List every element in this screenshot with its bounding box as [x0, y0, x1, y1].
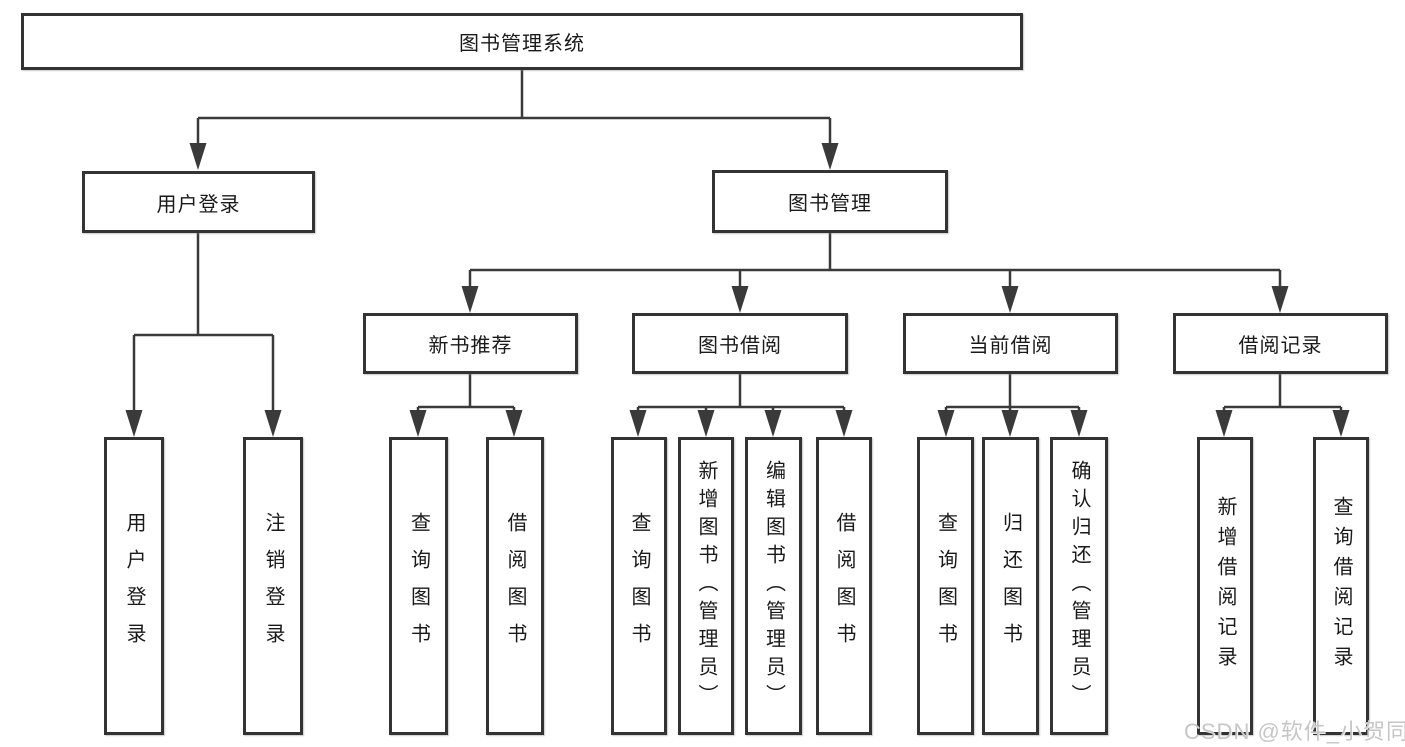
- node-current-borrow: 当前借阅: [903, 313, 1118, 374]
- node-root-system: 图书管理系统: [21, 13, 1023, 70]
- node-book-borrow: 图书借阅: [632, 313, 848, 374]
- leaf-borrow-add-books-admin: 新增图书（管理员）: [678, 437, 734, 735]
- leaf-record-add-borrow-record: 新增借阅记录: [1197, 437, 1253, 735]
- node-book-management: 图书管理: [712, 170, 948, 233]
- leaf-borrow-borrow-books: 借阅图书: [816, 437, 872, 735]
- leaf-user-login: 用户登录: [104, 437, 164, 735]
- node-borrow-record: 借阅记录: [1173, 313, 1388, 374]
- csdn-watermark: CSDN @软件_小贺同学: [1184, 719, 1405, 744]
- leaf-newbook-query-books: 查询图书: [389, 437, 448, 735]
- leaf-current-query-books: 查询图书: [917, 437, 974, 735]
- node-new-book-recommend: 新书推荐: [363, 313, 578, 374]
- leaf-current-return-books: 归还图书: [982, 437, 1039, 735]
- leaf-borrow-query-books: 查询图书: [611, 437, 667, 735]
- node-user-login: 用户登录: [82, 171, 315, 233]
- arrow-heads: [125, 143, 1350, 437]
- leaf-logout: 注销登录: [243, 437, 303, 735]
- leaf-borrow-edit-books-admin: 编辑图书（管理员）: [745, 437, 802, 735]
- leaf-current-confirm-return-admin: 确认归还（管理员）: [1050, 437, 1108, 735]
- leaf-newbook-borrow-books: 借阅图书: [486, 437, 544, 735]
- leaf-record-query-borrow-record: 查询借阅记录: [1313, 437, 1369, 735]
